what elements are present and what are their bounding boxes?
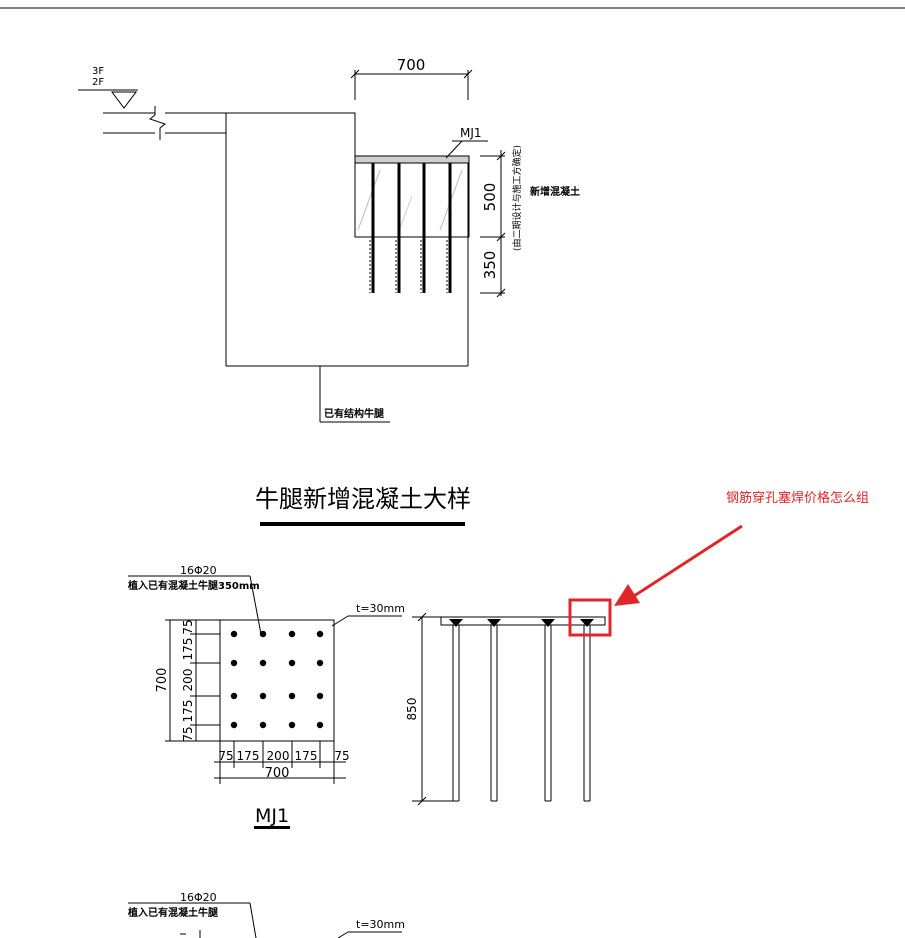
plate-tag-leader: MJ1 — [460, 126, 482, 140]
rebar-dot — [288, 721, 296, 729]
dim-upper: 500 — [481, 183, 499, 212]
plate-height-dim: 700 — [155, 668, 170, 693]
width-dimension: 700 — [397, 56, 426, 74]
rebar-dot — [230, 692, 238, 700]
plate-plan-tag: MJ1 — [255, 805, 289, 827]
plate-section: 850 — [405, 612, 606, 806]
rebar-dot — [316, 721, 324, 729]
rebar-dot — [288, 659, 296, 667]
rebar-dot — [288, 630, 296, 638]
design-note: (由二期设计与施工方确定) — [511, 145, 523, 251]
anchor-note: 植入已有混凝土牛腿350mm — [127, 579, 260, 592]
h-spacing-1: 75 — [218, 749, 233, 763]
rebar-dot — [259, 692, 267, 700]
h-spacing-4: 175 — [295, 749, 318, 763]
v-spacing-5: 75 — [181, 726, 195, 741]
partial-anchor-note: 植入已有混凝土牛腿 — [127, 906, 219, 919]
section-rebars — [452, 625, 591, 802]
partial-rebar-spec: 16Φ20 — [180, 891, 217, 904]
new-concrete-label: 新增混凝土 — [530, 185, 580, 198]
partial-thickness: t=30mm — [356, 918, 405, 931]
annotation-arrow — [633, 524, 743, 598]
rebar-dots — [230, 630, 324, 729]
plug-weld-icons — [449, 619, 594, 627]
rebar-spec: 16Φ20 — [180, 564, 217, 577]
title-underline — [260, 522, 465, 526]
h-spacing-2: 175 — [237, 749, 260, 763]
v-spacing-4: 175 — [181, 700, 195, 723]
rebar-dot — [259, 659, 267, 667]
embedded-rebars — [369, 163, 452, 293]
plate-plan: 16Φ20 植入已有混凝土牛腿350mm t=30mm 700 75 175 2… — [127, 564, 405, 829]
level-triangle-icon — [111, 91, 137, 109]
h-spacing-3: 200 — [267, 749, 290, 763]
highlight-box — [568, 598, 612, 637]
section-height-dim: 850 — [405, 698, 419, 721]
corbel-elevation: 3F 2F — [78, 56, 580, 423]
rebar-dot — [230, 659, 238, 667]
v-spacing-2: 175 — [181, 638, 195, 661]
rebar-dot — [230, 721, 238, 729]
plate-width-dim: 700 — [265, 766, 290, 781]
rebar-dot — [316, 659, 324, 667]
section-plate — [440, 616, 606, 626]
floor-upper-label: 3F — [92, 66, 104, 77]
v-spacing-1: 75 — [181, 619, 195, 634]
detail-title: 牛腿新增混凝土大样 — [255, 485, 471, 513]
rebar-dot — [230, 630, 238, 638]
rebar-dot — [288, 692, 296, 700]
rebar-dot — [259, 721, 267, 729]
annotation-question: 钢筋穿孔塞焊价格怎么组 — [726, 491, 870, 506]
embed-plate-outline — [219, 619, 335, 742]
v-spacing-3: 200 — [181, 669, 195, 692]
rebar-dot — [259, 630, 267, 638]
dim-lower: 350 — [481, 251, 499, 280]
arrow-head-icon — [614, 584, 640, 606]
plate-plan-partial: 16Φ20 植入已有混凝土牛腿 t=30mm — [127, 891, 405, 938]
break-line-icon — [148, 106, 167, 140]
plate-thickness: t=30mm — [356, 602, 405, 615]
rebar-dot — [316, 630, 324, 638]
floor-lower-label: 2F — [92, 77, 104, 88]
existing-corbel-label: 已有结构牛腿 — [324, 407, 385, 420]
rebar-dot — [316, 692, 324, 700]
h-spacing-5: 75 — [334, 749, 349, 763]
